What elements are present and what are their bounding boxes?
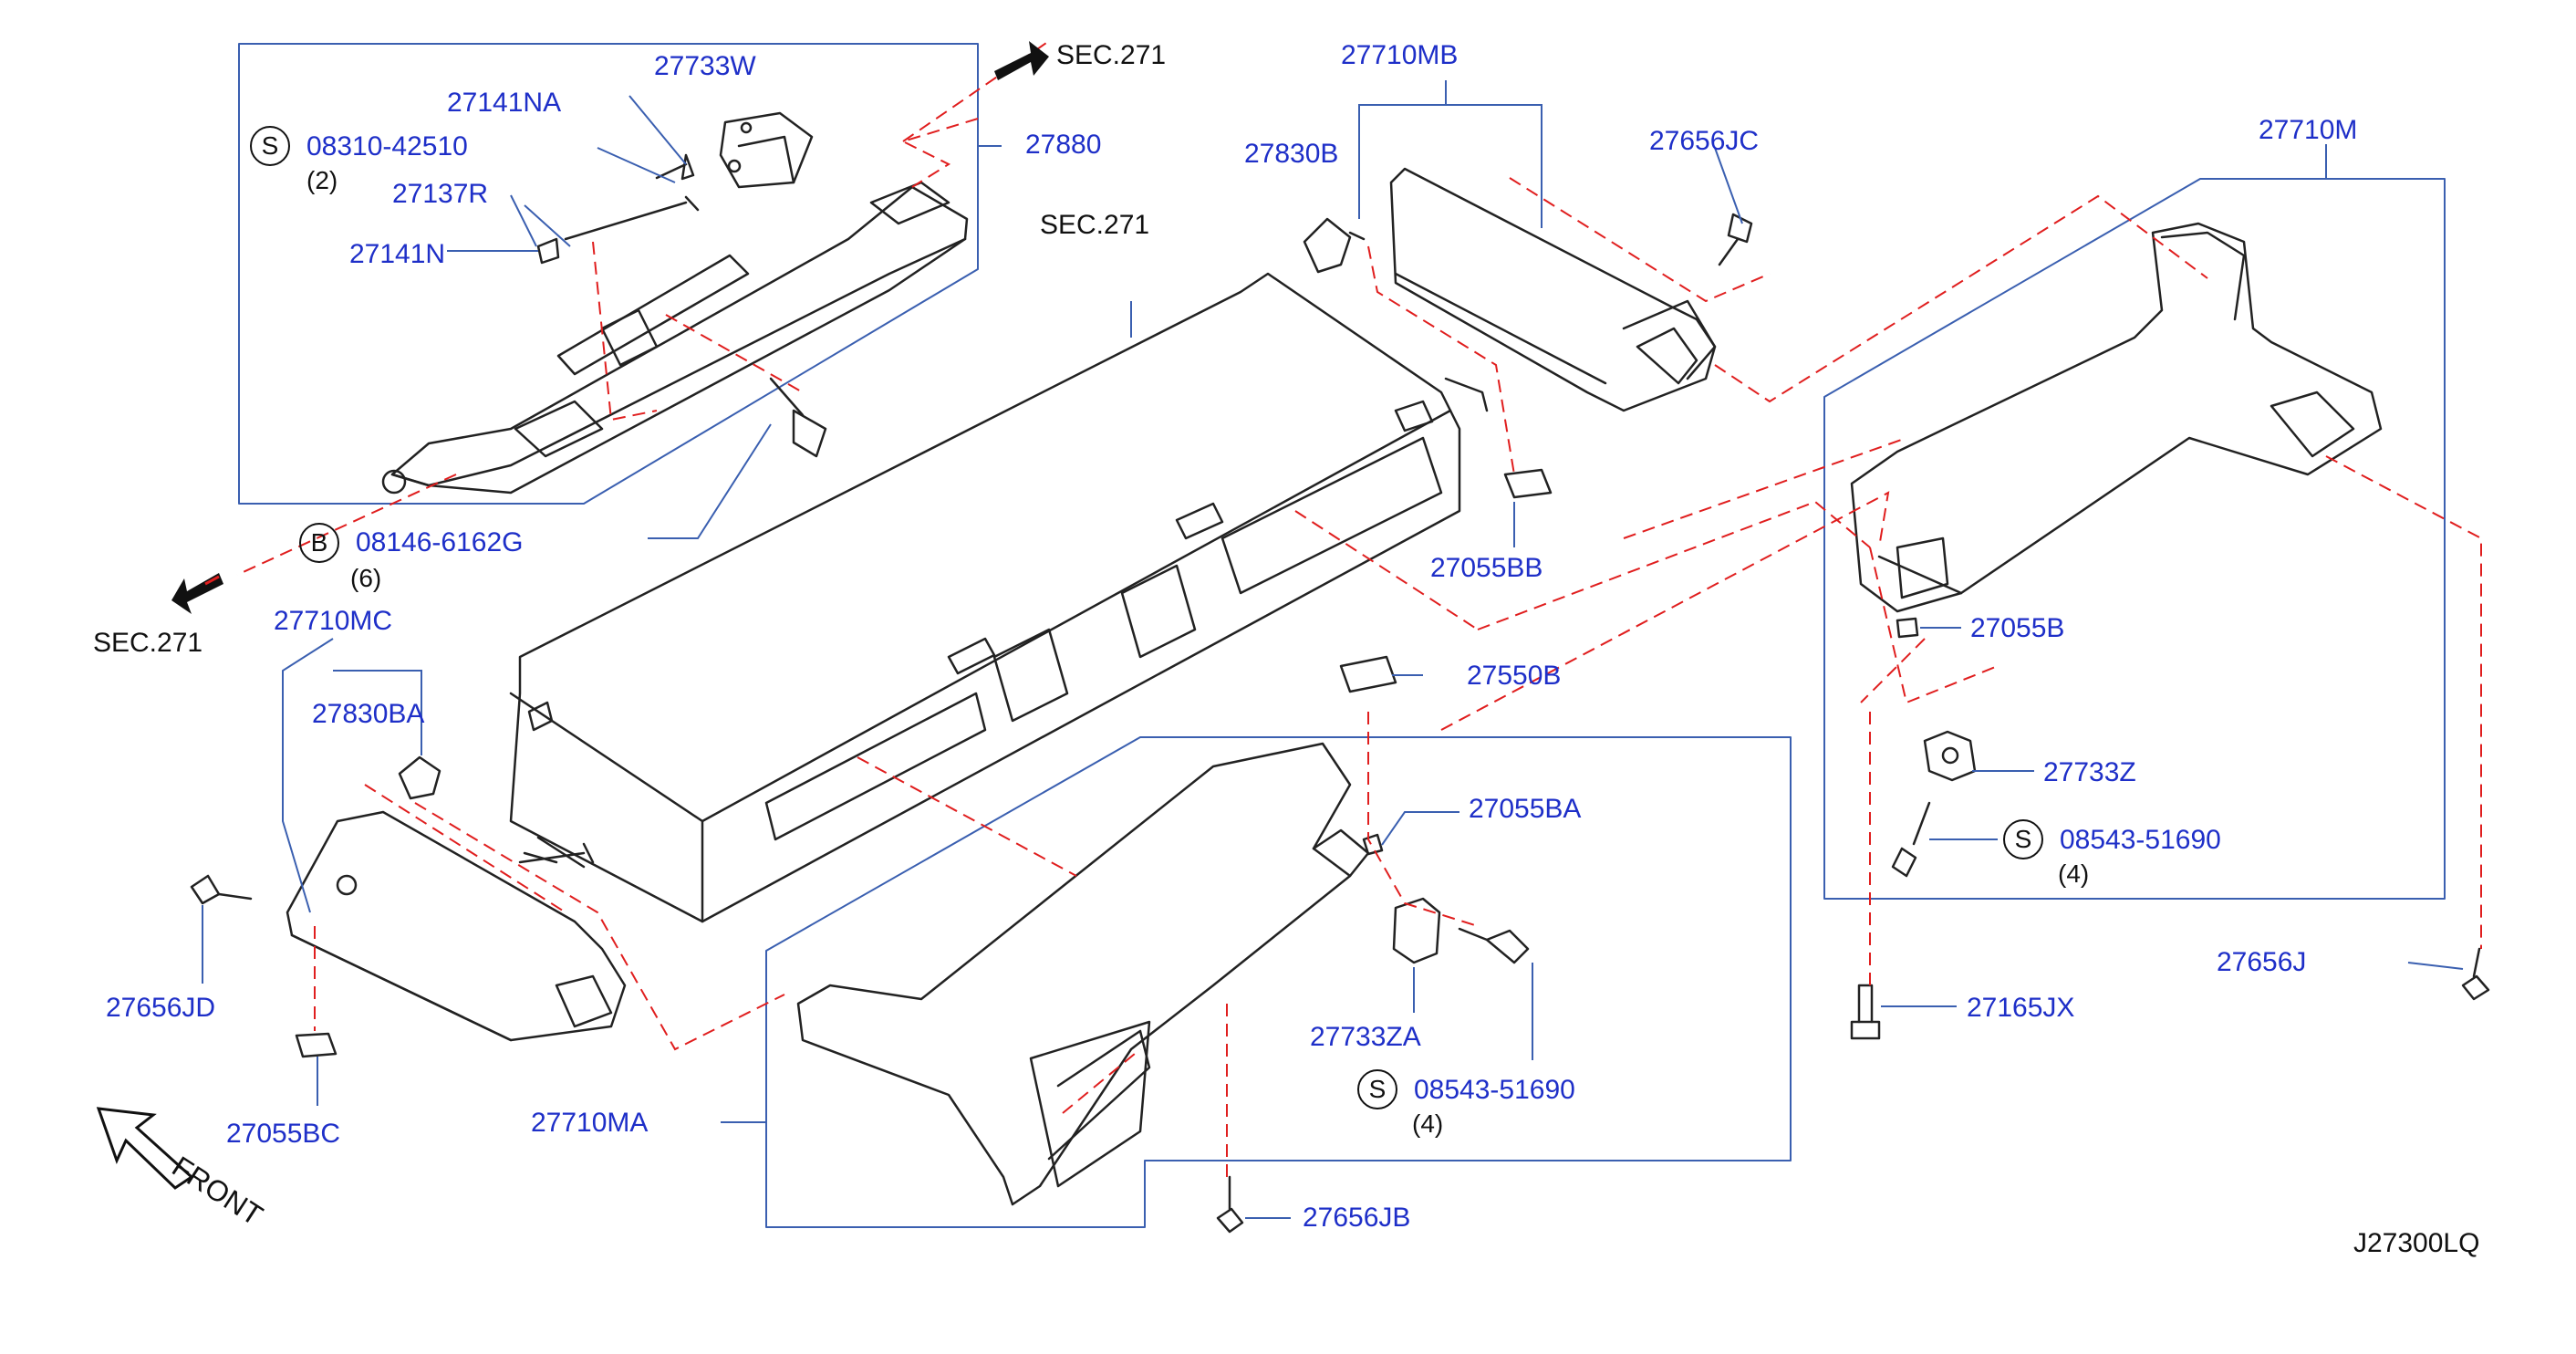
part-label-27656J: 27656J — [2217, 947, 2307, 977]
screw-08543b — [1458, 927, 1530, 964]
part-label-27710MB: 27710MB — [1341, 40, 1459, 70]
part-label-27550B: 27550B — [1467, 661, 1562, 691]
part-label-27710MC: 27710MC — [274, 606, 393, 636]
nut-27055BA — [1362, 833, 1384, 856]
part-label-27165JX: 27165JX — [1967, 993, 2075, 1023]
part-label-27656JD: 27656JD — [106, 993, 216, 1023]
bracket-27733ZA — [1392, 897, 1441, 964]
part-label-08310-42510: 08310-42510 — [306, 131, 468, 161]
screw-08543a — [1891, 801, 1931, 878]
rod-27137R — [564, 195, 700, 241]
part-label-27055BC: 27055BC — [226, 1119, 341, 1149]
part-label-27830BA: 27830BA — [312, 699, 425, 729]
bolt-27165JX — [1850, 984, 1881, 1040]
part-label-27733W: 27733W — [654, 51, 756, 81]
screw-27141NA — [655, 153, 695, 181]
part-label-08543-51690: 08543-51690 — [2060, 825, 2221, 855]
nut-27055B — [1896, 617, 1919, 639]
part-label-27141N: 27141N — [349, 239, 446, 269]
qty-4: (4) — [2058, 859, 2090, 888]
bolt-08146 — [769, 377, 827, 458]
clip-27830B — [1303, 217, 1366, 274]
symbol-s: S — [250, 126, 290, 166]
diagram-id: J27300LQ — [2353, 1228, 2480, 1258]
nut-27055BC — [295, 1032, 338, 1058]
symbol-s: S — [2003, 819, 2043, 859]
part-label-27055BB: 27055BB — [1430, 553, 1543, 583]
bracket-27733Z — [1923, 730, 1977, 782]
part-label-27055BA: 27055BA — [1469, 794, 1582, 824]
duct-27710M — [1850, 222, 2383, 613]
part-label-27733ZA: 27733ZA — [1310, 1022, 1421, 1052]
part-label-27656JB: 27656JB — [1303, 1203, 1411, 1233]
screw-27656JC — [1718, 213, 1753, 266]
group-box-27710MA — [765, 736, 1792, 1228]
part-label-27137R: 27137R — [392, 179, 489, 209]
duct-27880 — [381, 181, 969, 495]
duct-27710MC — [286, 810, 627, 1042]
screw-27656JD — [190, 874, 253, 905]
part-label-27055B: 27055B — [1970, 613, 2065, 643]
heater-case — [509, 272, 1489, 923]
group-box-27880 — [238, 43, 979, 505]
bracket-27550B — [1339, 655, 1397, 693]
nut-27055BB — [1503, 468, 1553, 499]
screw-27656J — [2461, 947, 2490, 1001]
ref-sec271-top: SEC.271 — [1056, 40, 1167, 70]
arrow-sec271-left — [171, 573, 223, 614]
ref-sec271-center: SEC.271 — [1040, 210, 1150, 240]
qty-2: (2) — [306, 166, 338, 194]
part-label-27830B: 27830B — [1244, 139, 1339, 169]
part-label-27880: 27880 — [1025, 130, 1102, 160]
clip-27830BA — [398, 755, 441, 800]
duct-27710MB — [1389, 167, 1717, 412]
symbol-b: B — [299, 523, 339, 563]
ref-sec271-left: SEC.271 — [93, 628, 203, 658]
arrow-sec271-top — [994, 41, 1049, 80]
screw-27656JB — [1216, 1175, 1244, 1234]
bracket-27733W — [719, 111, 814, 189]
symbol-s: S — [1357, 1069, 1397, 1109]
clip-27141N — [536, 237, 560, 265]
qty-6: (6) — [350, 564, 382, 592]
part-label-27656JC: 27656JC — [1649, 126, 1760, 156]
group-box-27710M — [1823, 178, 2446, 900]
part-label-27710MA: 27710MA — [531, 1108, 649, 1138]
duct-27710MA — [796, 742, 1370, 1206]
part-label-08543-51690: 08543-51690 — [1414, 1075, 1575, 1105]
part-label-27710M: 27710M — [2259, 115, 2358, 145]
part-label-27733Z: 27733Z — [2043, 757, 2136, 787]
pin-left — [518, 842, 595, 864]
part-label-27141NA: 27141NA — [447, 88, 562, 118]
front-arrow — [96, 1107, 194, 1190]
qty-4: (4) — [1412, 1109, 1444, 1138]
part-label-08146-6162G: 08146-6162G — [356, 527, 524, 557]
